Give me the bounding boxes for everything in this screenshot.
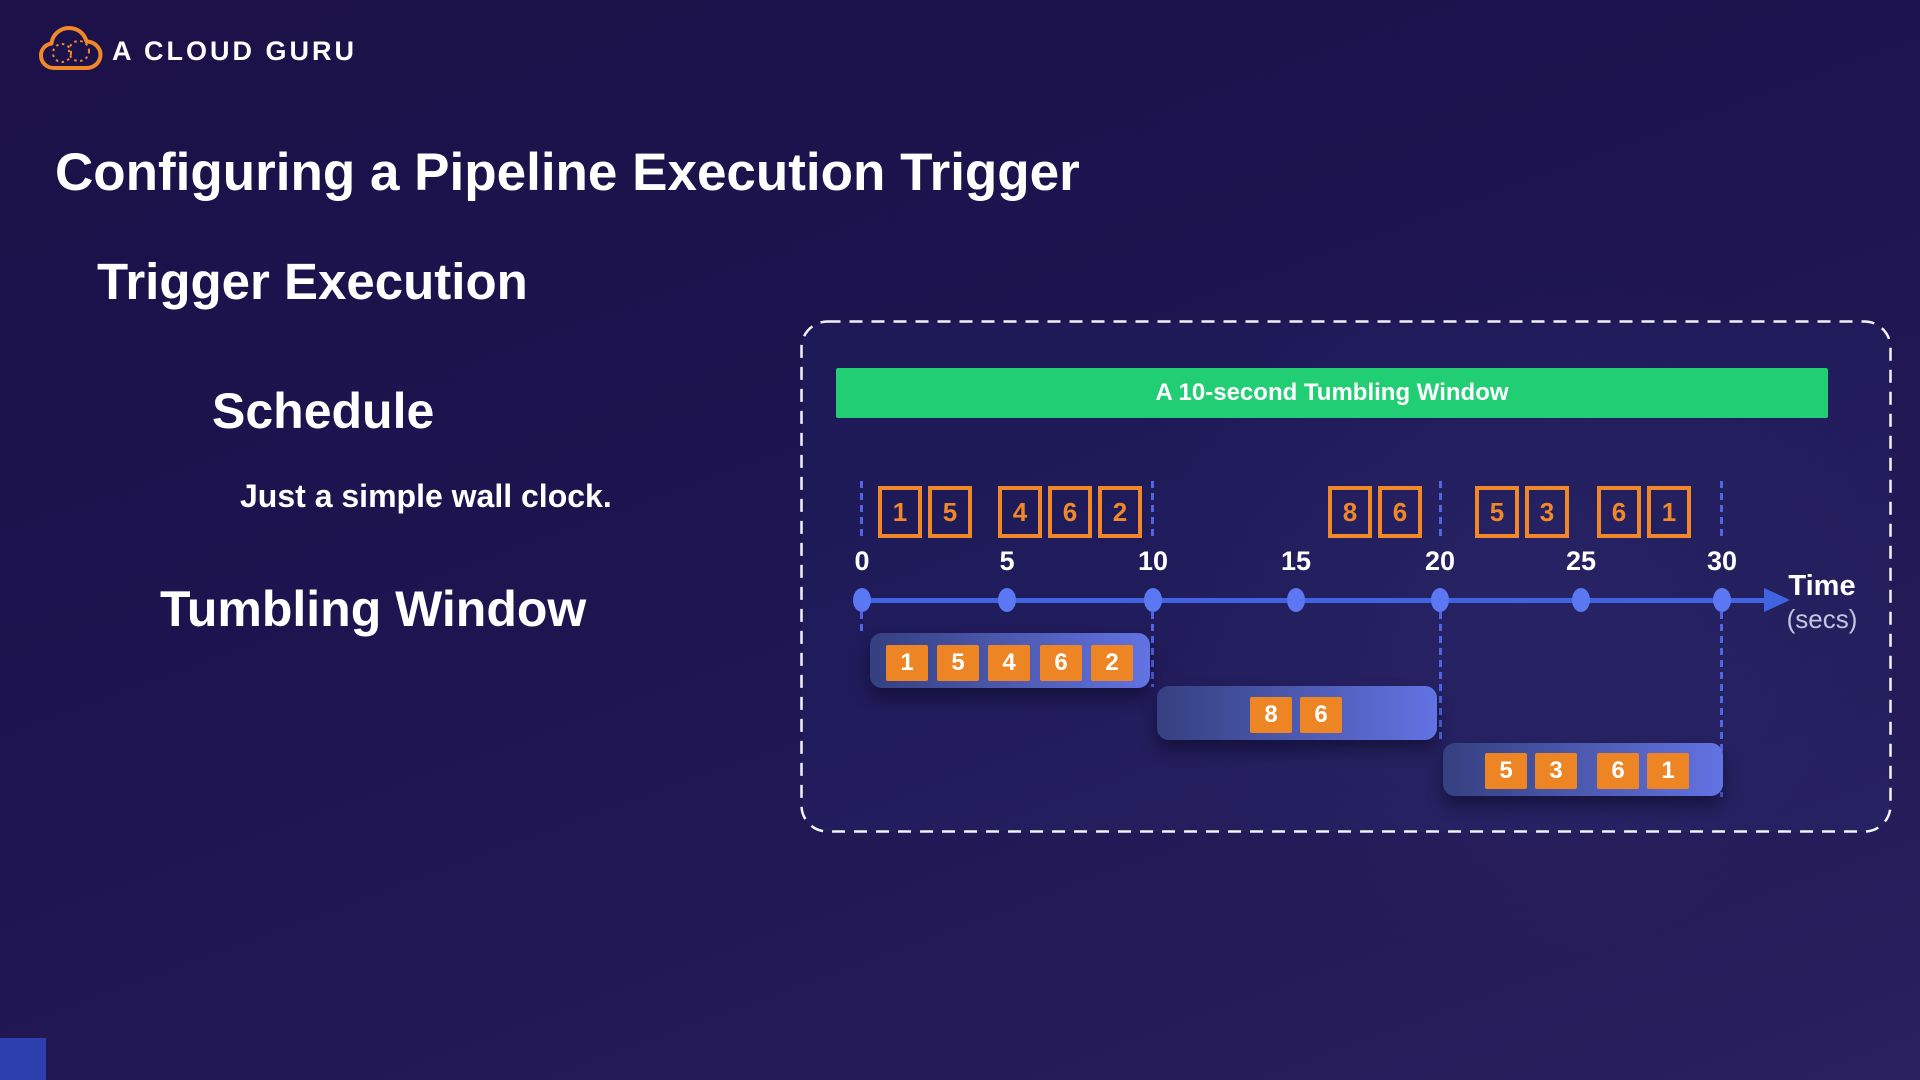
window-event: 6	[1597, 753, 1639, 789]
timeline-arrowhead-icon	[1764, 588, 1790, 612]
axis-tick-label: 10	[1137, 546, 1169, 576]
boundary-dash-20s-lower	[1439, 612, 1442, 744]
stream-event: 8	[1328, 486, 1372, 538]
stream-event: 5	[928, 486, 972, 538]
window-event: 4	[988, 645, 1030, 681]
stream-event: 3	[1525, 486, 1569, 538]
slide-subtitle: Trigger Execution	[97, 253, 528, 310]
window-event: 5	[1485, 753, 1527, 789]
stream-event: 1	[1647, 486, 1691, 538]
diagram-dashed-border	[800, 320, 1892, 833]
boundary-dash-10s-lower	[1151, 612, 1154, 687]
axis-sublabel: (secs)	[1786, 604, 1858, 634]
window-event: 1	[1647, 753, 1689, 789]
window-event: 2	[1091, 645, 1133, 681]
timeline-dot	[1144, 588, 1162, 612]
tumbling-window-heading: Tumbling Window	[160, 581, 587, 637]
boundary-dash-0s	[860, 481, 863, 541]
axis-tick-label: 15	[1280, 546, 1312, 576]
window-event: 5	[937, 645, 979, 681]
timeline-dot	[1572, 588, 1590, 612]
window-size-banner: A 10-second Tumbling Window	[836, 368, 1828, 418]
axis-tick-label: 0	[854, 546, 870, 576]
slide-title: Configuring a Pipeline Execution Trigger	[55, 143, 1080, 202]
timeline-dot	[1287, 588, 1305, 612]
corner-accent	[0, 1038, 46, 1080]
stream-event: 5	[1475, 486, 1519, 538]
boundary-dash-30s	[1720, 481, 1723, 541]
window-event: 1	[886, 645, 928, 681]
stream-event: 6	[1048, 486, 1092, 538]
boundary-dash-30s-lower	[1720, 612, 1723, 797]
schedule-note: Just a simple wall clock.	[240, 478, 612, 514]
axis-tick-label: 25	[1565, 546, 1597, 576]
window-event: 6	[1040, 645, 1082, 681]
boundary-dash-20s	[1439, 481, 1442, 541]
boundary-dash-0s-lower	[860, 612, 863, 634]
axis-label: Time	[1788, 570, 1856, 602]
boundary-dash-10s	[1151, 481, 1154, 541]
timeline-dot	[1713, 588, 1731, 612]
schedule-heading: Schedule	[212, 383, 435, 439]
timeline-axis	[860, 598, 1768, 603]
axis-tick-label: 20	[1424, 546, 1456, 576]
stream-event: 6	[1378, 486, 1422, 538]
window-event: 8	[1250, 697, 1292, 733]
brand-name: A CLOUD GURU	[112, 36, 357, 66]
axis-tick-label: 5	[999, 546, 1015, 576]
tumbling-window-2	[1157, 686, 1437, 740]
stream-event: 2	[1098, 486, 1142, 538]
stream-event: 1	[878, 486, 922, 538]
timeline-dot	[853, 588, 871, 612]
timeline-dot	[998, 588, 1016, 612]
window-event: 6	[1300, 697, 1342, 733]
stream-event: 4	[998, 486, 1042, 538]
cloud-logo-icon	[39, 26, 103, 70]
window-event: 3	[1535, 753, 1577, 789]
timeline-dot	[1431, 588, 1449, 612]
axis-tick-label: 30	[1706, 546, 1738, 576]
stream-event: 6	[1597, 486, 1641, 538]
